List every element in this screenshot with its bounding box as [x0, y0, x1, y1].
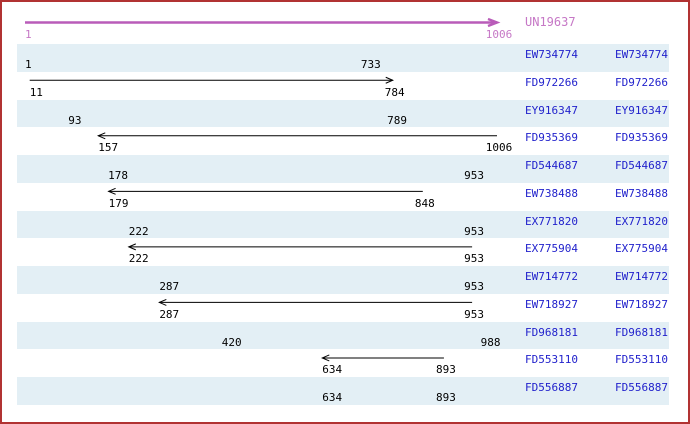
alignment-row: 222 953 EX771820 EX771820	[2, 210, 688, 239]
accession-link-primary[interactable]: EX771820	[525, 214, 578, 228]
alignment-start-label: 420	[221, 335, 242, 349]
alignment-start-label: 178	[108, 169, 128, 183]
alignment-start-label: 634	[322, 363, 343, 377]
accession-link-secondary[interactable]: EX771820	[615, 214, 668, 228]
alignment-start-label: 634	[322, 391, 343, 405]
row-stripe	[17, 321, 669, 350]
accession-link-primary[interactable]: EW738488	[525, 186, 578, 200]
alignment-row: 93 789 EY916347 EY916347	[2, 99, 688, 128]
alignment-row: 178 953 FD544687 FD544687	[2, 155, 688, 183]
accession-link-secondary[interactable]: FD556887	[615, 381, 668, 395]
alignment-start-label: 222	[128, 252, 149, 266]
alignment-arrow[interactable]	[107, 187, 423, 195]
alignment-arrow[interactable]	[158, 298, 473, 306]
alignment-start-label: 179	[108, 196, 129, 210]
alignment-end-label: 893	[435, 363, 456, 377]
accession-link-primary[interactable]: FD553110	[525, 353, 578, 367]
accession-link-primary[interactable]: EY916347	[525, 103, 578, 117]
accession-link-secondary[interactable]: FD968181	[615, 325, 668, 339]
alignment-start-label: 11	[29, 85, 43, 99]
accession-link-secondary[interactable]: EY916347	[615, 103, 668, 117]
contig-id-label: UN19637	[525, 15, 576, 29]
alignment-row: 179 848 EW738488 EW738488	[2, 183, 688, 211]
alignment-row: 222 953 EX775904 EX775904	[2, 238, 688, 266]
row-stripe	[17, 377, 669, 405]
accession-link-primary[interactable]: FD556887	[525, 381, 578, 395]
alignment-row: 420 988 FD968181 FD968181	[2, 321, 688, 350]
accession-link-primary[interactable]: FD972266	[525, 75, 578, 89]
alignment-start-label: 1	[25, 58, 32, 71]
accession-link-secondary[interactable]: EX775904	[615, 242, 668, 256]
alignment-arrow[interactable]	[29, 76, 395, 84]
accession-link-primary[interactable]: FD968181	[525, 325, 578, 339]
accession-link-secondary[interactable]: EW734774	[615, 48, 668, 61]
accession-link-secondary[interactable]: EW714772	[615, 270, 668, 284]
accession-link-secondary[interactable]: FD935369	[615, 131, 668, 145]
alignment-end-label: 953	[464, 224, 485, 238]
alignment-end-label: 784	[384, 85, 405, 99]
alignment-end-label: 953	[464, 252, 485, 266]
alignment-end-label: 953	[464, 169, 485, 183]
row-stripe	[17, 99, 669, 128]
row-stripe	[17, 210, 669, 239]
row-stripe	[17, 44, 669, 72]
alignment-end-label: 789	[387, 113, 408, 127]
alignment-end-label: 953	[464, 280, 485, 294]
alignment-end-label: 988	[480, 335, 501, 349]
contig-end-coordinate: 1006	[485, 28, 513, 41]
accession-link-primary[interactable]: EW734774	[525, 48, 578, 61]
alignment-end-label: 953	[464, 307, 485, 321]
alignment-arrow[interactable]	[96, 132, 497, 140]
alignment-start-label: 287	[159, 280, 180, 294]
alignment-start-label: 287	[159, 307, 180, 321]
alignment-row: 11 784 FD972266 FD972266	[2, 72, 688, 100]
accession-link-primary[interactable]: FD935369	[525, 131, 578, 145]
accession-link-secondary[interactable]: FD972266	[615, 75, 668, 89]
alignment-row: 1 733 EW734774 EW734774	[2, 44, 688, 72]
accession-link-primary[interactable]: FD544687	[525, 159, 578, 173]
accession-link-primary[interactable]: EX775904	[525, 242, 578, 256]
accession-link-primary[interactable]: EW718927	[525, 297, 578, 311]
alignment-row: 287 953 EW714772 EW714772	[2, 266, 688, 294]
row-stripe	[17, 155, 669, 183]
accession-link-secondary[interactable]: EW738488	[615, 186, 668, 200]
accession-link-primary[interactable]: EW714772	[525, 270, 578, 284]
alignment-arrow[interactable]	[321, 354, 444, 362]
row-stripe	[17, 266, 669, 294]
alignment-row: 634 893 FD556887 FD556887	[2, 377, 688, 405]
alignment-start-label: 222	[128, 224, 149, 238]
accession-link-secondary[interactable]: FD544687	[615, 159, 668, 173]
alignment-end-label: 893	[435, 391, 456, 405]
contig-start-coordinate: 1	[25, 28, 32, 41]
alignment-row: 157 1006 FD935369 FD935369	[2, 127, 688, 155]
accession-link-secondary[interactable]: FD553110	[615, 353, 668, 367]
alignment-end-label: 848	[414, 196, 435, 210]
alignment-start-label: 157	[98, 141, 119, 155]
accession-link-secondary[interactable]: EW718927	[615, 297, 668, 311]
alignment-end-label: 1006	[485, 141, 513, 155]
alignment-row: 287 953 EW718927 EW718927	[2, 294, 688, 322]
alignment-start-label: 93	[68, 113, 82, 127]
alignment-end-label: 733	[360, 58, 381, 71]
alignment-arrow[interactable]	[127, 243, 473, 251]
alignment-row: 634 893 FD553110 FD553110	[2, 349, 688, 377]
